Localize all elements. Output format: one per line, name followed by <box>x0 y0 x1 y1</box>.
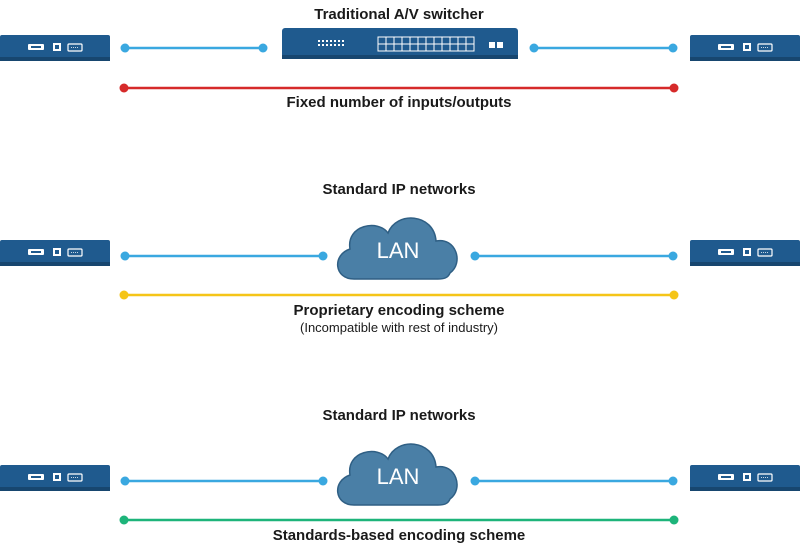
standards-line <box>119 515 679 525</box>
switcher-title: Traditional A/V switcher <box>314 6 484 23</box>
cable-out <box>529 43 678 53</box>
proprietary-line <box>119 290 679 300</box>
fixed-io-line <box>119 83 679 93</box>
proprietary-caption: Proprietary encoding scheme <box>294 302 505 319</box>
lan-label: LAN <box>377 464 420 489</box>
section-proprietary: Standard IP networks LAN Proprietary enc… <box>0 181 800 335</box>
source-device-icon <box>0 239 111 267</box>
display-device-icon <box>689 464 800 492</box>
fixed-io-caption: Fixed number of inputs/outputs <box>287 94 512 111</box>
section-standards: Standard IP networks LAN Standards-based… <box>0 407 800 544</box>
proprietary-subcaption: (Incompatible with rest of industry) <box>300 320 498 335</box>
cable-in <box>120 476 328 486</box>
network-title: Standard IP networks <box>322 181 475 198</box>
cable-in <box>120 43 268 53</box>
display-device-icon <box>689 239 800 267</box>
source-device-icon <box>0 34 111 62</box>
standards-caption: Standards-based encoding scheme <box>273 527 526 544</box>
av-switcher-icon <box>282 28 518 59</box>
display-device-icon <box>689 34 800 62</box>
cable-in <box>120 251 328 261</box>
source-device-icon <box>0 464 111 492</box>
lan-label: LAN <box>377 238 420 263</box>
cable-out <box>470 476 678 486</box>
section-traditional: Traditional A/V switcher <box>0 6 800 111</box>
network-title: Standard IP networks <box>322 407 475 424</box>
cable-out <box>470 251 678 261</box>
